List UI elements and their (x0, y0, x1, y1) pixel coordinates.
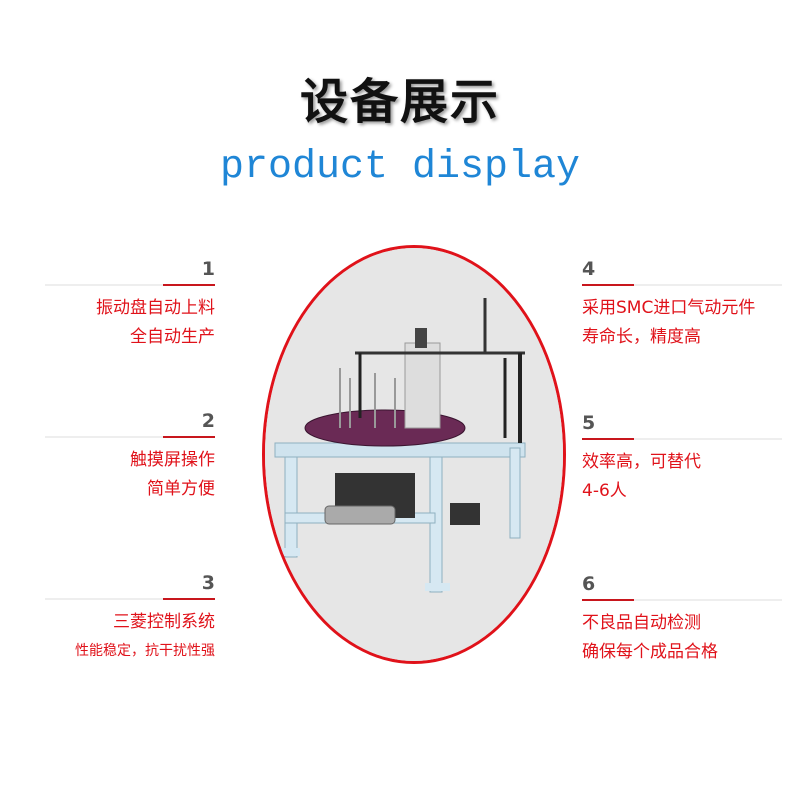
product-photo-frame (262, 245, 566, 664)
feature-text: 触摸屏操作 (130, 450, 215, 470)
feature-2: 2 触摸屏操作简单方便 (45, 410, 215, 504)
feature-text: 三菱控制系统 (113, 612, 215, 632)
feature-text: 简单方便 (147, 479, 215, 499)
divider (582, 284, 782, 286)
divider (582, 599, 782, 601)
feature-text: 采用SMC进口气动元件 (582, 298, 756, 318)
feature-number: 1 (201, 258, 215, 280)
page-subtitle: product display (219, 145, 581, 190)
feature-number: 2 (201, 410, 215, 432)
feature-number: 6 (582, 573, 596, 595)
feature-5: 5 效率高，可替代 4-6人 (582, 412, 782, 506)
page-title: 设备展示 (299, 74, 500, 130)
feature-number: 3 (201, 572, 215, 594)
feature-text: 振动盘自动上料 (96, 298, 215, 318)
divider (45, 436, 215, 438)
feature-3: 3 三菱控制系统性能稳定，抗干扰性强 (45, 572, 215, 666)
feature-text: 全自动生产 (130, 327, 215, 347)
feature-number: 5 (582, 412, 596, 434)
feature-text: 寿命长，精度高 (582, 327, 701, 347)
feature-1: 1 振动盘自动上料全自动生产 (45, 258, 215, 352)
feature-6: 6 不良品自动检测确保每个成品合格 (582, 573, 782, 667)
feature-number: 4 (582, 258, 596, 280)
feature-text: 性能稳定，抗干扰性强 (75, 643, 215, 659)
divider (45, 284, 215, 286)
divider (582, 438, 782, 440)
feature-4: 4 采用SMC进口气动元件寿命长，精度高 (582, 258, 782, 352)
feature-text: 确保每个成品合格 (582, 642, 718, 662)
machine-image (265, 248, 563, 661)
feature-text: 不良品自动检测 (582, 613, 701, 633)
divider (45, 598, 215, 600)
feature-text: 效率高，可替代 (582, 452, 701, 472)
feature-text: 4-6人 (582, 481, 627, 501)
